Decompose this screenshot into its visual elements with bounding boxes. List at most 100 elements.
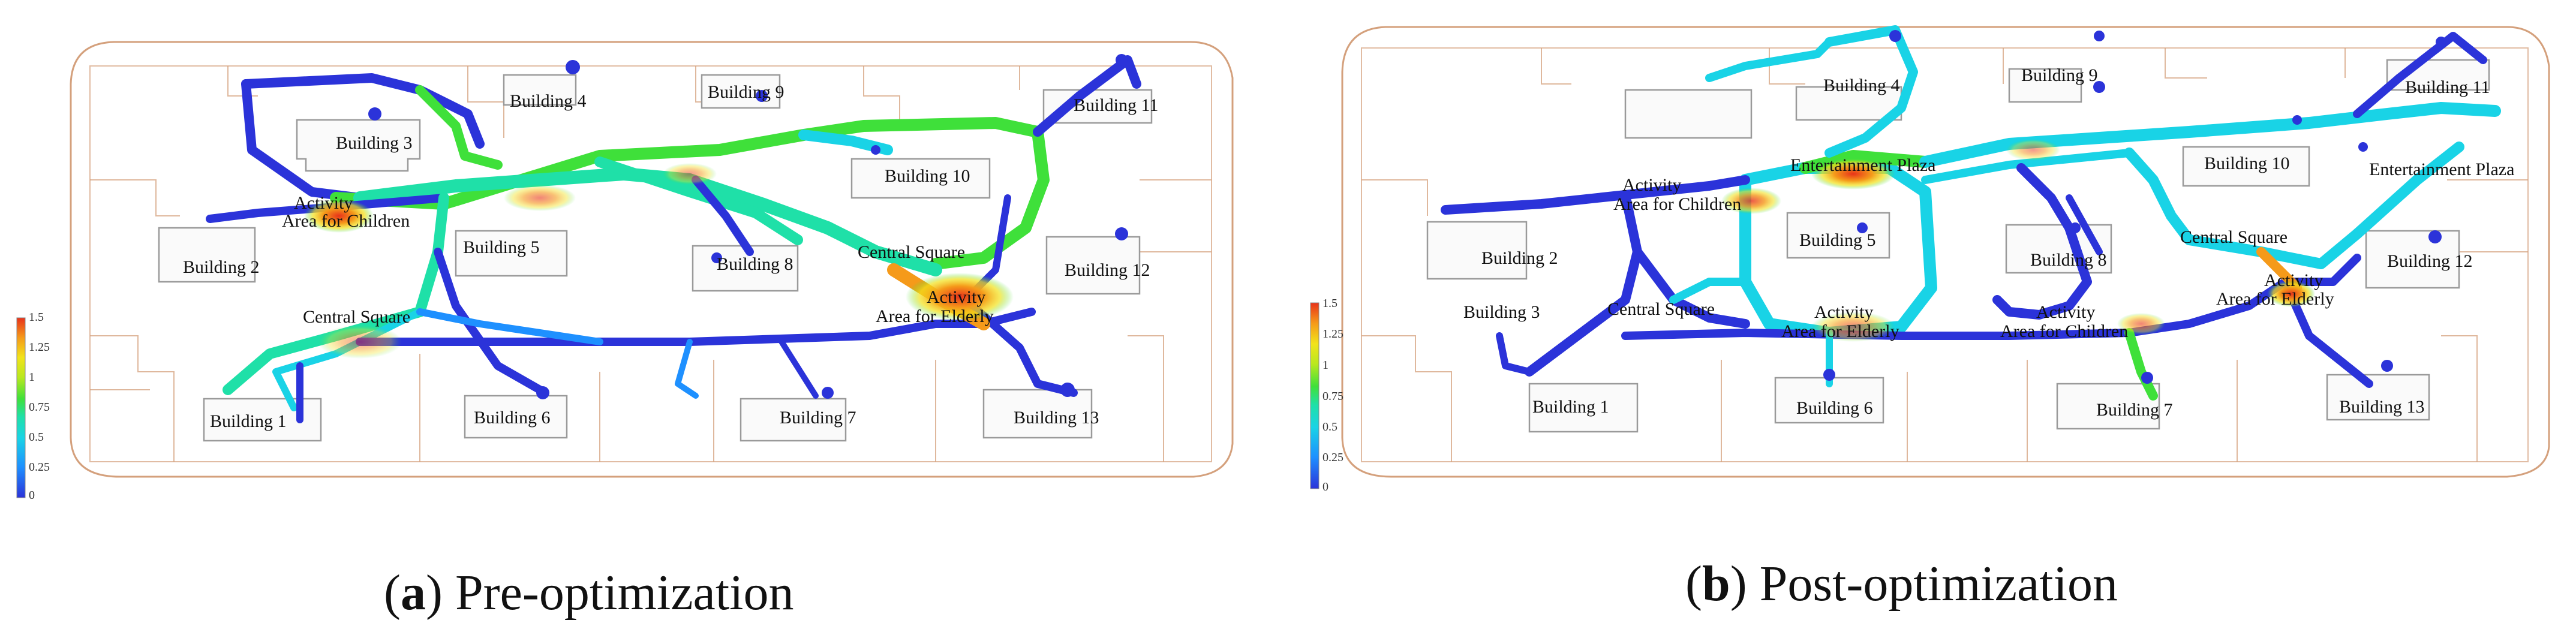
label-building-4: Building 4 — [510, 91, 587, 111]
panel-a-pre-optimization: Building 1 Building 2 Building 3 Buildin… — [16, 41, 1234, 621]
label-building-9: Building 9 — [708, 82, 784, 102]
hotspot-children-area-a — [304, 199, 374, 233]
legend-tick-1-25: 1.25 — [29, 341, 50, 354]
building-12-footprint — [1045, 236, 1141, 295]
label-building-11: Building 11 — [2405, 77, 2490, 97]
label-building-6: Building 6 — [1796, 398, 1873, 418]
buildings-a — [158, 74, 1153, 442]
building-3-footprint — [296, 119, 421, 172]
building-entrance-dots-a — [368, 54, 1128, 399]
building-9-footprint — [2008, 68, 2082, 103]
label-building-7: Building 7 — [2096, 400, 2173, 420]
label-activity-children-1b: Area for Children — [1613, 194, 1741, 214]
label-activity-elderly-4: Area for Elderly — [2216, 289, 2334, 309]
building-6-footprint — [1774, 377, 1884, 424]
building-10-footprint — [2182, 146, 2310, 187]
panel-b-post-optimization: Building 1 Building 2 Building 3 Buildin… — [1289, 0, 2576, 644]
label-central-square-1: Central Square — [1607, 299, 1715, 319]
building-2-footprint — [158, 227, 256, 283]
legend-tick-1: 1 — [1322, 359, 1328, 372]
label-building-1: Building 1 — [1532, 397, 1609, 417]
label-building-12: Building 12 — [1065, 260, 1150, 280]
inner-road — [1361, 47, 2529, 462]
building-2-footprint — [1426, 221, 1528, 280]
label-building-3: Building 3 — [1463, 302, 1540, 322]
color-scale-legend-b: 1.5 1.25 1 0.75 0.5 0.25 0 — [1310, 297, 1343, 493]
path-heatmap-a — [206, 55, 1141, 423]
legend-tick-0: 0 — [29, 489, 35, 502]
building-4-footprint — [503, 74, 577, 106]
label-building-5: Building 5 — [463, 237, 540, 257]
legend-tick-0-5: 0.5 — [1322, 420, 1337, 434]
hotspot-children-area-b — [1721, 188, 1781, 214]
heatmap-map-a: Building 1 Building 2 Building 3 Buildin… — [16, 41, 1234, 502]
label-activity-elderly-2: Area for Elderly — [1781, 321, 1899, 341]
label-activity-children-2b: Area for Children — [2000, 321, 2128, 341]
label-central-square-2: Central Square — [2180, 227, 2288, 247]
label-building-4: Building 4 — [1823, 76, 1900, 95]
building-3-footprint — [1624, 89, 1753, 139]
label-building-7: Building 7 — [780, 408, 856, 428]
label-building-12: Building 12 — [2387, 251, 2473, 271]
label-building-6: Building 6 — [474, 408, 551, 428]
building-13-footprint — [2326, 374, 2430, 421]
legend-tick-0-75: 0.75 — [1322, 390, 1343, 403]
caption-b-letter: b — [1702, 556, 1730, 612]
hotspot-entertainment-plaza-b — [1811, 158, 1895, 189]
label-building-10: Building 10 — [885, 166, 970, 186]
map-labels-b: Building 1 Building 2 Building 3 Buildin… — [1463, 65, 2514, 420]
heatmap-map-b: Building 1 Building 2 Building 3 Buildin… — [1310, 25, 2550, 493]
legend-tick-0-25: 0.25 — [1322, 451, 1343, 464]
legend-tick-0-25: 0.25 — [29, 461, 50, 474]
label-activity-children-1: Activity — [294, 193, 353, 213]
map-labels-a: Building 1 Building 2 Building 3 Buildin… — [183, 82, 1158, 431]
caption-a-text: ) Pre-optimization — [425, 565, 794, 621]
hotspot-elderly-area-a — [906, 273, 1014, 321]
site-boundary — [1341, 26, 2550, 478]
label-entertainment-plaza-2: Entertainment Plaza — [2369, 160, 2514, 179]
label-building-2: Building 2 — [183, 257, 260, 277]
building-12-footprint — [2365, 230, 2460, 289]
label-building-9: Building 9 — [2021, 65, 2098, 85]
label-building-8: Building 8 — [2030, 250, 2107, 270]
label-building-13: Building 13 — [1014, 408, 1099, 428]
label-building-3: Building 3 — [336, 133, 413, 153]
legend-tick-1-5: 1.5 — [1322, 297, 1337, 310]
label-building-2: Building 2 — [1481, 248, 1558, 268]
label-central-square-1: Central Square — [303, 307, 410, 327]
building-7-footprint — [740, 398, 847, 442]
site-parcel-lines — [1361, 48, 2528, 462]
site-boundary — [70, 41, 1234, 478]
building-4-footprint — [1795, 86, 1902, 121]
building-6-footprint — [464, 395, 568, 439]
label-activity-elderly-3: Activity — [2264, 270, 2323, 290]
label-building-1: Building 1 — [210, 411, 287, 431]
label-building-5: Building 5 — [1799, 230, 1876, 250]
building-10-footprint — [850, 158, 991, 199]
building-1-footprint — [1528, 383, 1639, 433]
legend-tick-0-5: 0.5 — [29, 431, 44, 444]
caption-b: (b) Post-optimization — [1685, 556, 2118, 612]
label-activity-elderly-2: Area for Elderly — [876, 306, 994, 326]
building-entrance-dots-b — [1823, 30, 2446, 384]
color-scale-legend-a: 1.5 1.25 1 0.75 0.5 0.25 0 — [16, 311, 50, 502]
label-activity-children-1a: Activity — [1622, 175, 1681, 195]
label-activity-children-2: Area for Children — [282, 211, 410, 231]
inner-road — [89, 65, 1212, 462]
label-activity-elderly-1: Activity — [927, 287, 985, 307]
legend-tick-1-5: 1.5 — [29, 311, 44, 324]
label-activity-elderly-1: Activity — [1814, 302, 1873, 322]
legend-tick-0: 0 — [1322, 480, 1328, 493]
label-entertainment-plaza-1: Entertainment Plaza — [1790, 155, 1935, 175]
label-building-10: Building 10 — [2204, 154, 2290, 173]
label-central-square-2: Central Square — [858, 242, 965, 262]
caption-b-text: ) Post-optimization — [1730, 556, 2118, 612]
caption-a: (a) Pre-optimization — [384, 565, 794, 621]
site-parcel-lines — [90, 66, 1212, 462]
legend-tick-0-75: 0.75 — [29, 401, 50, 414]
label-building-8: Building 8 — [717, 254, 793, 274]
path-heatmap-b — [1441, 25, 2501, 401]
hotspot-elderly-area-b — [2267, 281, 2315, 307]
label-activity-children-2a: Activity — [2036, 302, 2095, 322]
caption-a-letter: a — [400, 565, 426, 621]
